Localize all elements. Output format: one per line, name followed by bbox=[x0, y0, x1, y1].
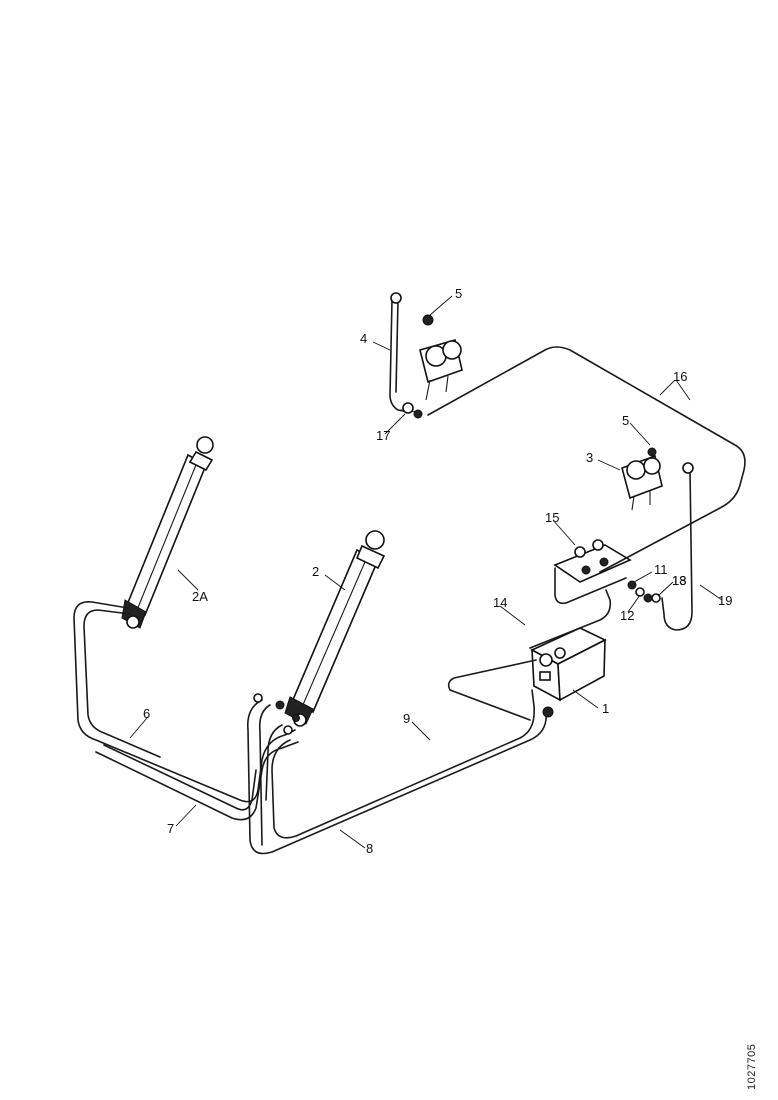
callout-3: 3 bbox=[586, 450, 593, 465]
callout-11: 11 bbox=[654, 562, 668, 577]
callout-7: 7 bbox=[167, 821, 174, 836]
callout-17: 17 bbox=[376, 428, 390, 443]
fittings-cylinder-2-base bbox=[253, 693, 300, 735]
drawing-code-text: 1027705 bbox=[746, 1043, 758, 1090]
tube-9 bbox=[265, 689, 536, 839]
caliper-upper bbox=[419, 314, 463, 401]
callout-9: 9 bbox=[403, 711, 410, 726]
cylinder-2 bbox=[284, 530, 386, 727]
valve-block-1 bbox=[530, 627, 607, 718]
callout-5-right: 5 bbox=[622, 413, 629, 428]
tube-14 bbox=[447, 589, 612, 721]
tube-4 bbox=[389, 292, 409, 413]
callout-1: 1 bbox=[602, 701, 609, 716]
callout-6: 6 bbox=[143, 706, 150, 721]
callout-5-upper: 5 bbox=[455, 286, 462, 301]
fitting-17 bbox=[402, 402, 423, 419]
callout-13: 13 bbox=[672, 573, 686, 588]
callout-18: 18 bbox=[672, 573, 686, 588]
callout-15: 15 bbox=[545, 510, 559, 525]
tube-8 bbox=[246, 699, 547, 855]
callout-16: 16 bbox=[673, 369, 687, 384]
callout-2: 2 bbox=[312, 564, 319, 579]
fittings-11-12-18 bbox=[627, 580, 661, 603]
caliper-3 bbox=[621, 447, 694, 511]
drawing-code: 1027705 bbox=[744, 1030, 764, 1092]
tube-19 bbox=[661, 469, 693, 631]
leader-lines bbox=[129, 295, 723, 849]
callout-2a: 2A bbox=[192, 589, 208, 604]
callout-4: 4 bbox=[360, 331, 367, 346]
callout-14: 14 bbox=[493, 595, 507, 610]
tube-16 bbox=[399, 346, 746, 573]
manifold-15 bbox=[553, 539, 632, 605]
tube-7 bbox=[95, 741, 299, 821]
cylinder-2a bbox=[121, 436, 214, 629]
callout-8: 8 bbox=[366, 841, 373, 856]
callout-12: 12 bbox=[620, 608, 634, 623]
callout-19: 19 bbox=[718, 593, 732, 608]
tube-6 bbox=[73, 601, 296, 803]
